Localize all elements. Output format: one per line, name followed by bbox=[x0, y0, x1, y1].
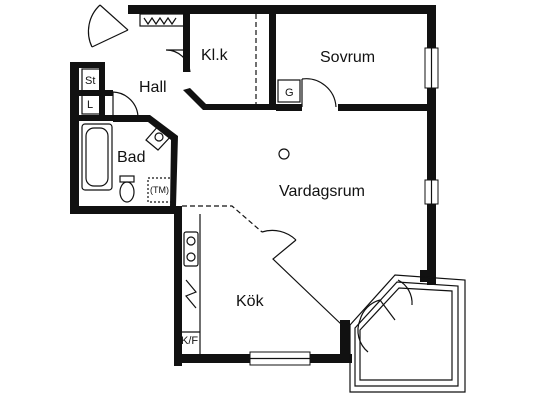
room-label-bath: Bad bbox=[117, 149, 145, 166]
fixture-label-washer: (TM) bbox=[150, 185, 169, 195]
balcony bbox=[349, 274, 466, 393]
room-label-closet: Kl.k bbox=[201, 47, 229, 64]
windows bbox=[249, 47, 439, 366]
room-label-hall: Hall bbox=[139, 79, 167, 96]
fixture-label-wardrobe: G bbox=[285, 87, 294, 99]
interior-walls bbox=[79, 14, 430, 206]
fixtures bbox=[81, 13, 301, 354]
fixture-label-linen: L bbox=[87, 99, 93, 111]
room-label-kitchen: Kök bbox=[236, 293, 265, 310]
room-label-living: Vardagsrum bbox=[279, 183, 365, 200]
room-label-bedroom: Sovrum bbox=[320, 49, 375, 66]
exterior-walls bbox=[70, 5, 436, 366]
doors bbox=[87, 4, 413, 353]
fixture-label-storage: St bbox=[85, 75, 95, 87]
fixture-label-fridge: K/F bbox=[181, 335, 198, 347]
